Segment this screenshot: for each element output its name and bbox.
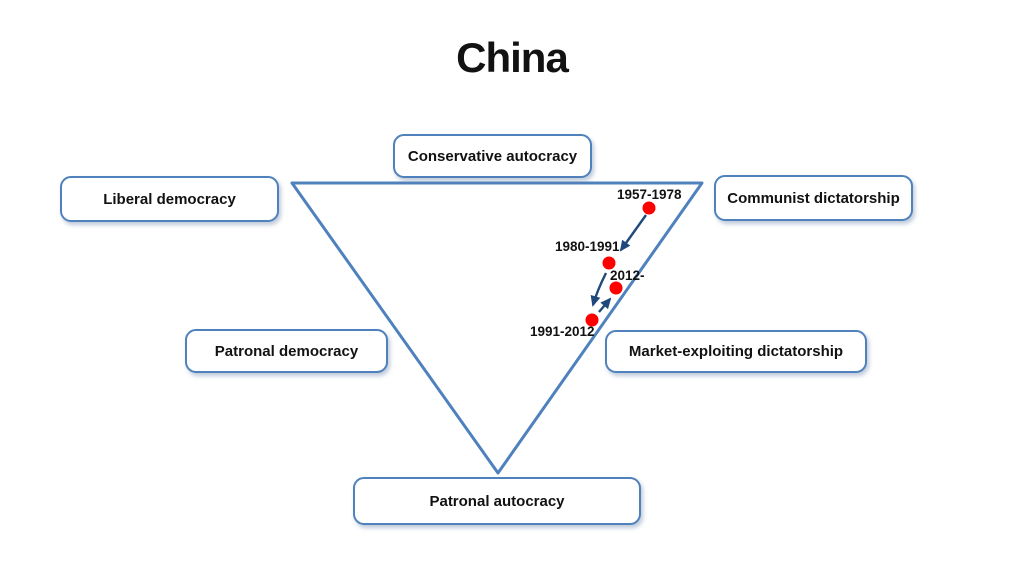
box-label: Liberal democracy [103,190,236,208]
point-1991-2012 [585,313,599,327]
box-label: Communist dictatorship [727,189,900,207]
arrow-1957-to-1980-icon [619,214,647,252]
arrow-1991-to-2012-icon [598,297,612,313]
box-liberal-democracy: Liberal democracy [60,176,279,222]
point-2012 [609,281,623,295]
box-patronal-autocracy: Patronal autocracy [353,477,641,525]
box-label: Patronal autocracy [429,492,565,510]
year-label-2012: 2012- [610,268,645,283]
year-label-1957-1978: 1957-1978 [617,187,682,202]
box-market-exploiting-dictatorship: Market-exploiting dictatorship [605,330,867,373]
year-label-1980-1991: 1980-1991 [555,239,620,254]
box-label: Market-exploiting dictatorship [628,343,844,360]
slide-title: China [456,34,569,81]
regime-triangle-outline [290,181,704,475]
point-1957-1978 [642,201,656,215]
year-label-1991-2012: 1991-2012 [530,324,595,339]
box-communist-dictatorship: Communist dictatorship [714,175,913,221]
point-1980-1991 [602,256,616,270]
box-conservative-autocracy: Conservative autocracy [393,134,592,178]
box-patronal-democracy: Patronal democracy [185,329,388,373]
box-label: Conservative autocracy [407,147,578,165]
arrow-1980-to-1991-icon [590,272,608,307]
box-label: Patronal democracy [214,342,359,360]
